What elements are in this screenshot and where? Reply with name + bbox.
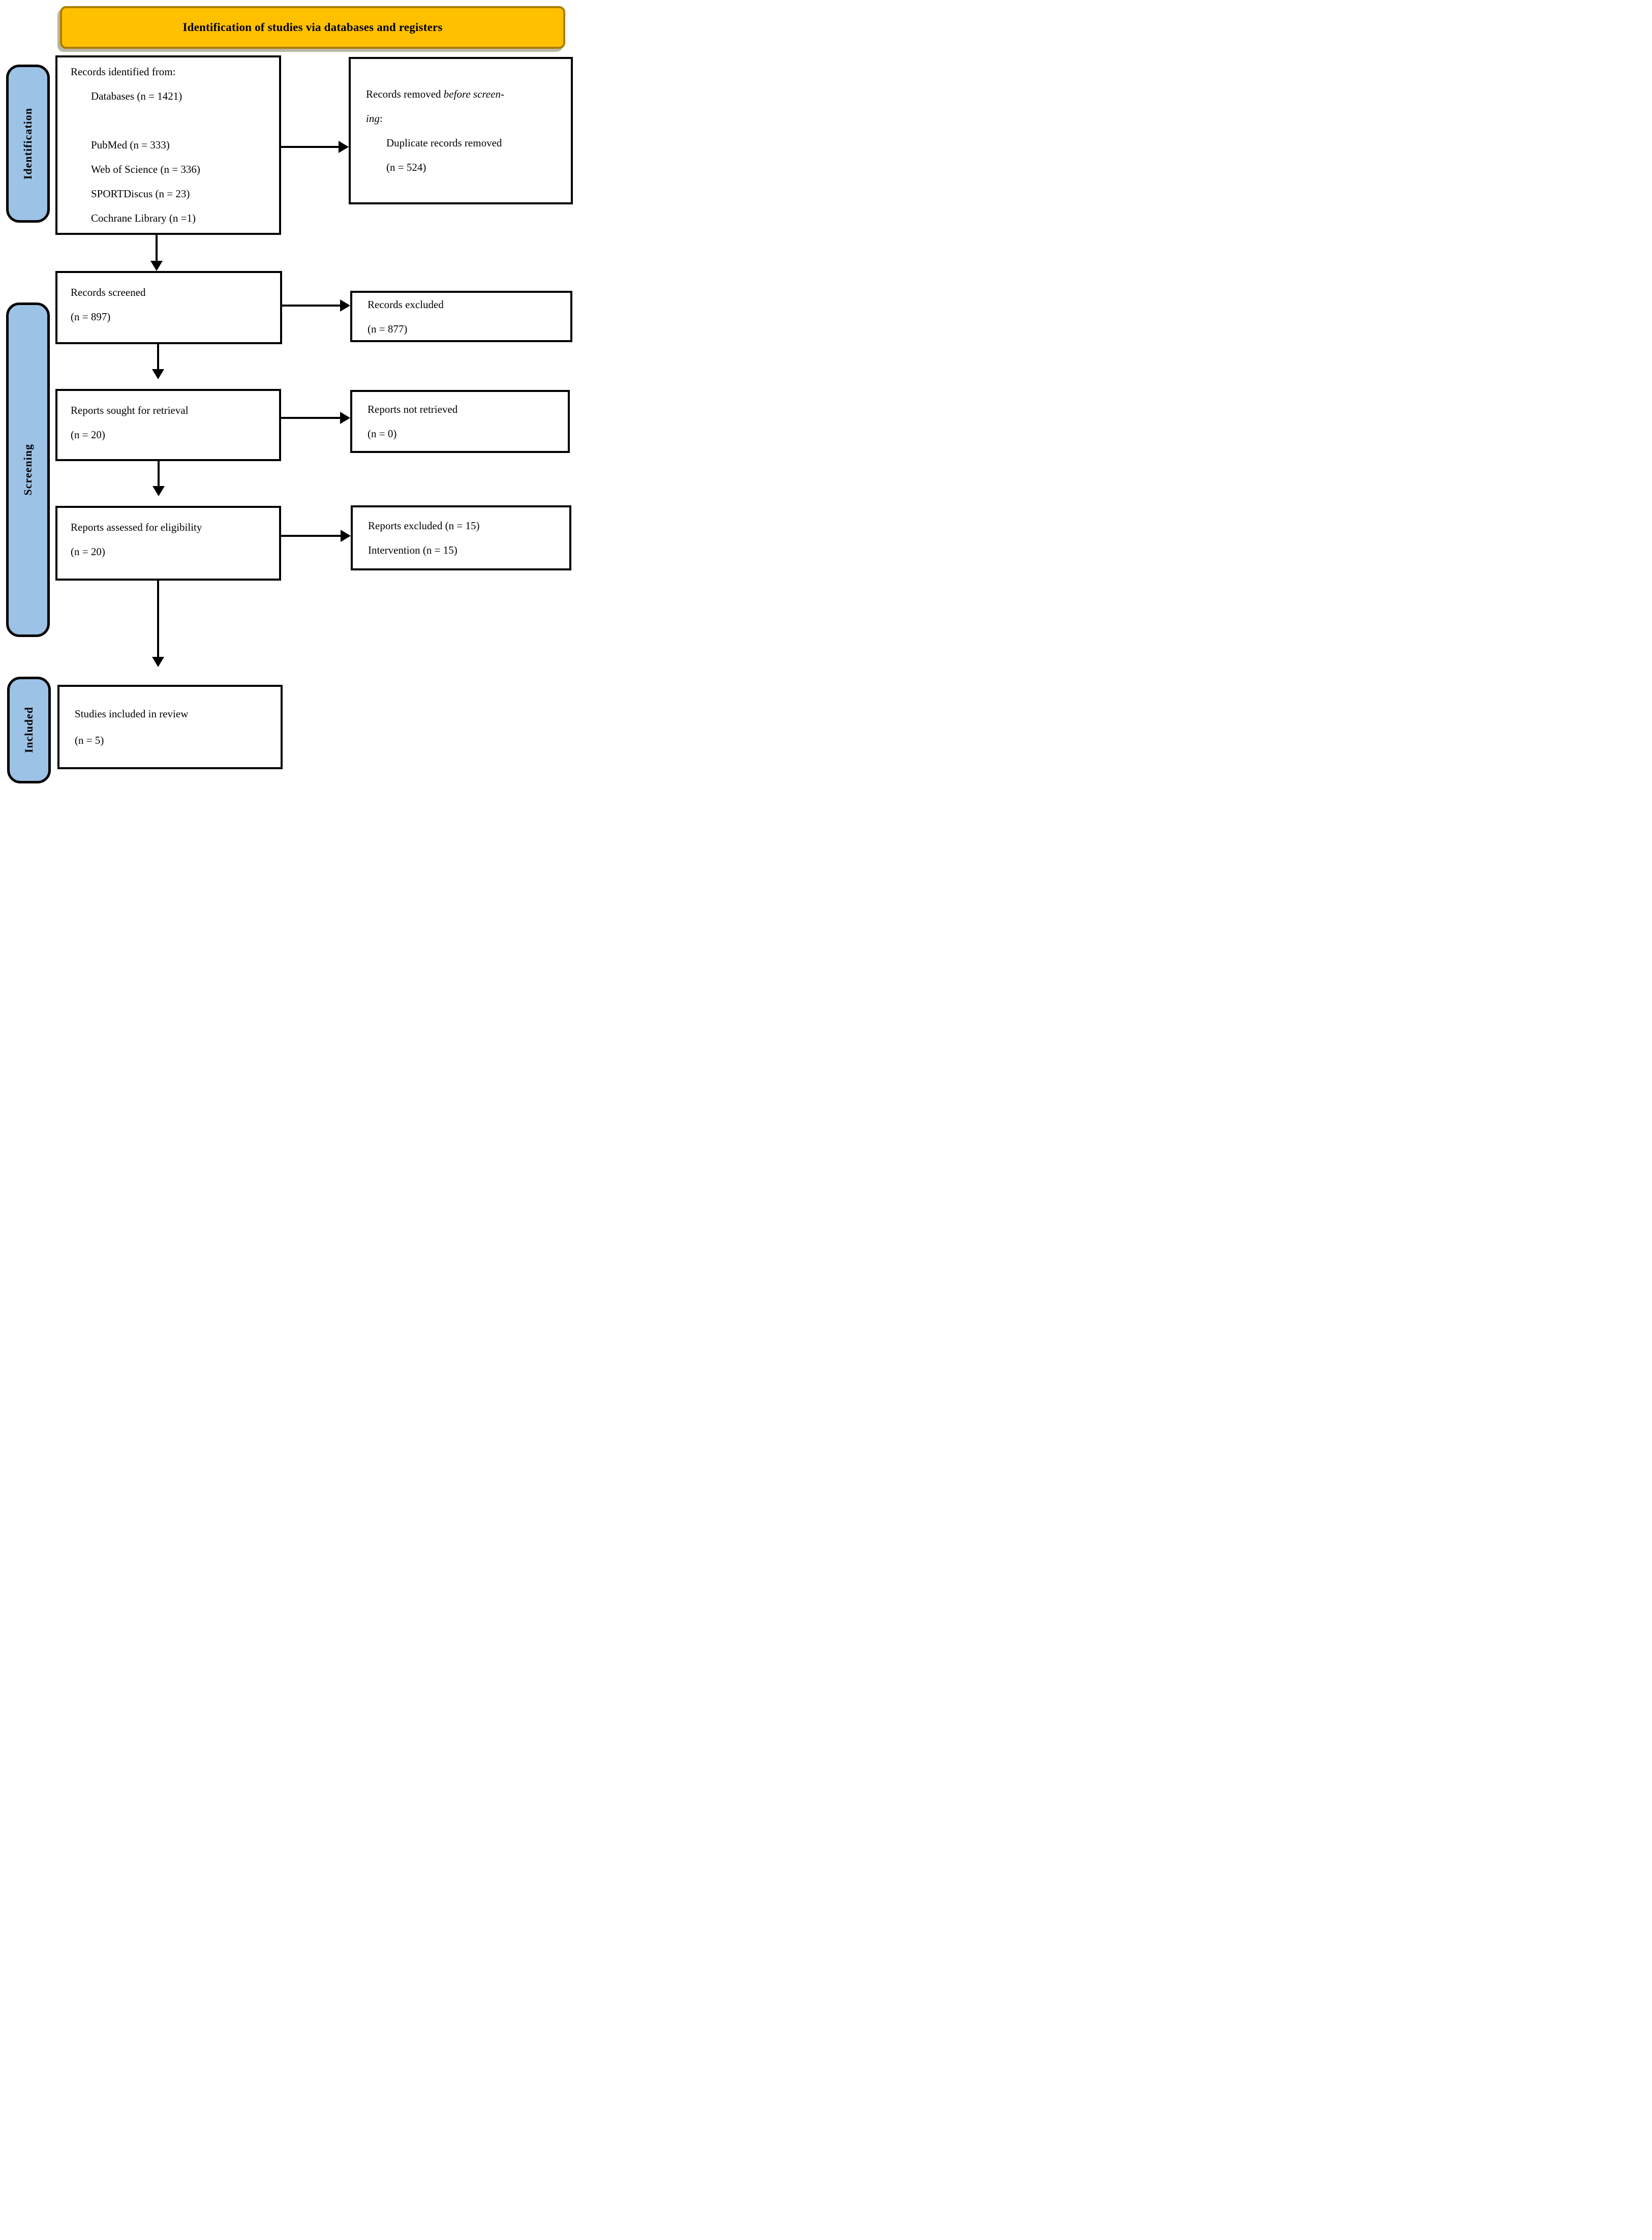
stage-screening-label: Screening (21, 444, 34, 496)
reports-sought-count: (n = 20) (71, 429, 105, 441)
arrow-line (157, 581, 159, 658)
arrowhead-right-icon (341, 530, 351, 542)
records-excluded-line1: Records excluded (368, 298, 444, 311)
stage-included: Included (7, 677, 51, 783)
arrow-line (281, 417, 341, 419)
records-identified-source-sportdiscus: SPORTDiscus (n = 23) (91, 188, 190, 200)
box-reports-assessed: Reports assessed for eligibility (n = 20… (55, 506, 281, 581)
box-reports-not-retrieved: Reports not retrieved (n = 0) (350, 390, 570, 453)
arrowhead-down-icon (152, 486, 165, 496)
records-removed-line1-normal: Records removed (366, 88, 444, 100)
arrowhead-down-icon (150, 261, 163, 271)
arrowhead-right-icon (340, 299, 350, 312)
box-studies-included: Studies included in review (n = 5) (57, 685, 283, 769)
title-banner: Identification of studies via databases … (60, 6, 565, 49)
records-identified-source-cochrane: Cochrane Library (n =1) (91, 212, 196, 224)
records-removed-line1-italic: before screen- (443, 88, 504, 100)
reports-sought-line1: Reports sought for retrieval (71, 404, 189, 416)
box-records-removed: Records removed before screen- ing: Dupl… (349, 57, 573, 204)
stage-identification-label: Identification (21, 107, 34, 180)
diagram-title: Identification of studies via databases … (182, 21, 443, 34)
box-reports-excluded: Reports excluded (n = 15) Intervention (… (351, 505, 571, 570)
arrow-line (282, 305, 341, 307)
blank-line (71, 108, 274, 133)
arrowhead-down-icon (152, 657, 164, 667)
records-identified-databases-total: Databases (n = 1421) (91, 90, 182, 102)
box-reports-sought: Reports sought for retrieval (n = 20) (55, 389, 281, 461)
records-identified-source-pubmed: PubMed (n = 333) (91, 139, 170, 151)
arrowhead-right-icon (340, 412, 350, 424)
arrow-line (157, 344, 159, 370)
prisma-flow-diagram: Identification of studies via databases … (0, 0, 578, 784)
box-records-excluded: Records excluded (n = 877) (350, 291, 572, 342)
records-removed-line2: ing: (366, 106, 565, 131)
records-removed-detail-count: (n = 524) (386, 161, 426, 173)
box-records-identified: Records identified from: Databases (n = … (55, 55, 281, 235)
records-identified-source-web-of-science: Web of Science (n = 336) (91, 163, 200, 175)
arrowhead-down-icon (152, 369, 164, 379)
records-removed-detail: Duplicate records removed (386, 137, 502, 149)
stage-identification: Identification (6, 65, 50, 223)
reports-assessed-line1: Reports assessed for eligibility (71, 521, 202, 533)
stage-included-label: Included (22, 707, 35, 753)
reports-assessed-count: (n = 20) (71, 546, 105, 558)
records-screened-count: (n = 897) (71, 311, 111, 323)
reports-not-retrieved-line1: Reports not retrieved (368, 403, 458, 415)
reports-excluded-line2: Intervention (n = 15) (368, 544, 457, 556)
studies-included-count: (n = 5) (75, 734, 104, 746)
arrow-line (281, 146, 339, 148)
studies-included-line1: Studies included in review (75, 708, 189, 720)
records-screened-line1: Records screened (71, 286, 146, 298)
records-excluded-count: (n = 877) (368, 322, 408, 335)
records-removed-line2-italic: ing (366, 112, 380, 125)
reports-excluded-line1: Reports excluded (n = 15) (368, 520, 480, 532)
arrow-line (156, 235, 158, 261)
stage-screening: Screening (6, 302, 50, 637)
arrow-line (158, 461, 160, 487)
records-removed-line2-normal: : (379, 112, 383, 125)
reports-not-retrieved-count: (n = 0) (368, 428, 397, 440)
records-removed-line1: Records removed before screen- (366, 82, 565, 106)
arrow-line (281, 535, 342, 537)
records-identified-heading: Records identified from: (71, 66, 176, 78)
arrowhead-right-icon (339, 141, 349, 153)
box-records-screened: Records screened (n = 897) (55, 271, 282, 344)
